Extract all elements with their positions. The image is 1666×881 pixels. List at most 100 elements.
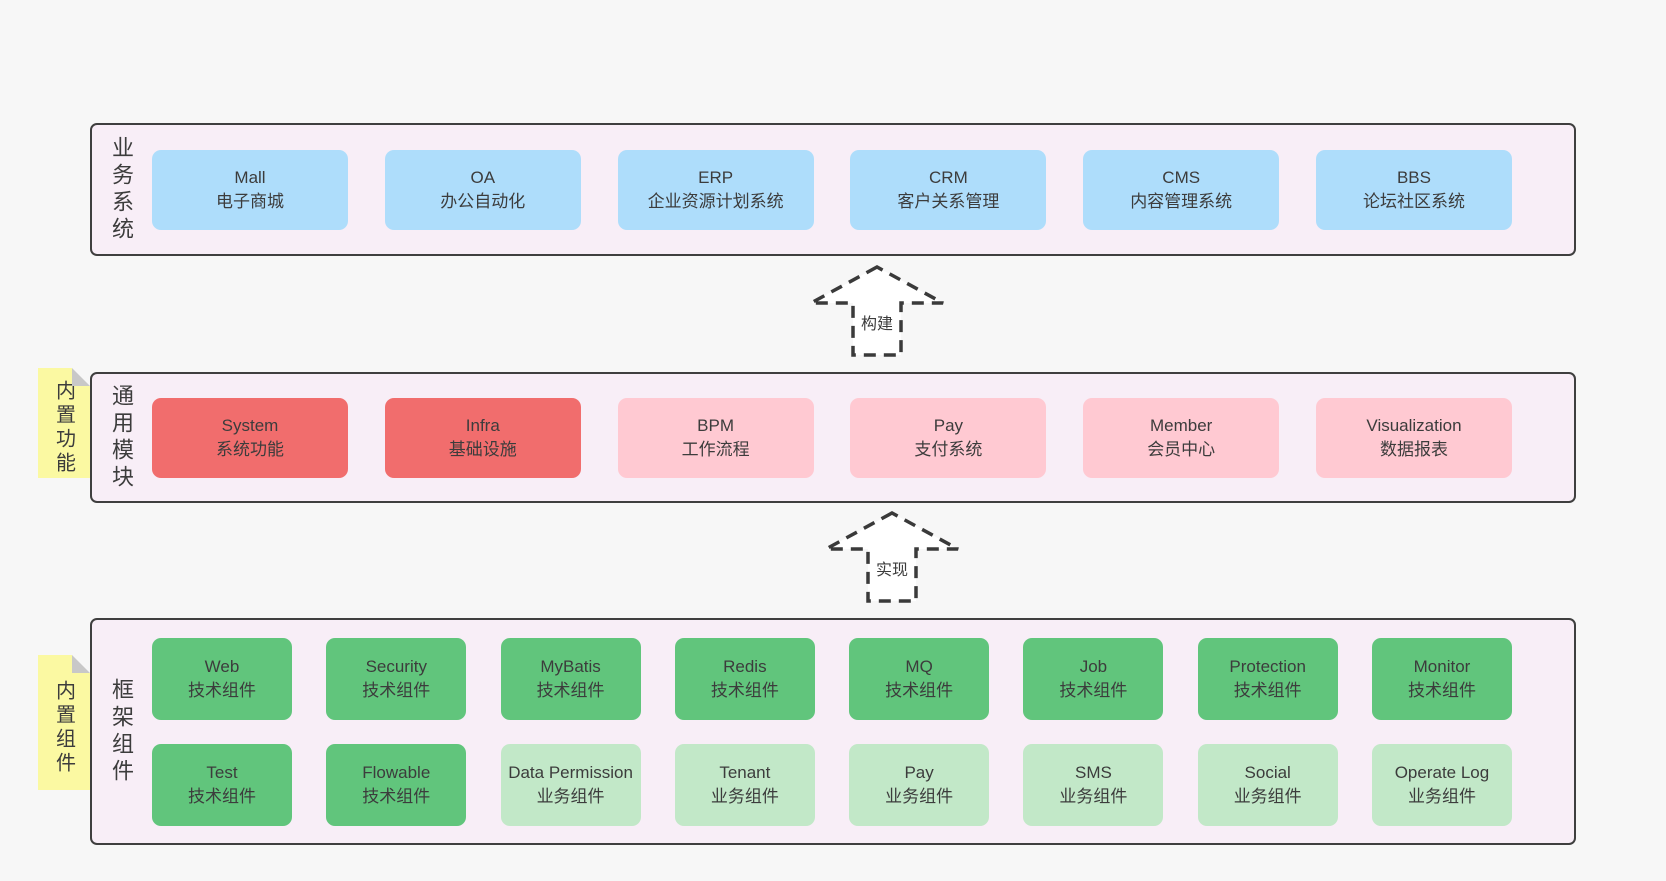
box-crm: CRM 客户关系管理 bbox=[850, 149, 1047, 230]
box-subtitle: 技术组件 bbox=[710, 680, 779, 700]
box-subtitle: 基础设施 bbox=[448, 439, 517, 459]
framework-components-layer: 框架组件 Web 技术组件 Security 技术组件 MyBatis 技术组件… bbox=[90, 618, 1576, 845]
box-flowable: Flowable 技术组件 bbox=[326, 743, 467, 826]
box-title: Member bbox=[1150, 415, 1213, 435]
box-title: Visualization bbox=[1366, 415, 1462, 435]
box-title: Job bbox=[1079, 656, 1108, 676]
box-title: Mall bbox=[234, 167, 266, 187]
box-subtitle: 技术组件 bbox=[188, 680, 256, 700]
box-pay-component: Pay 业务组件 bbox=[849, 743, 990, 826]
box-protection: Protection 技术组件 bbox=[1197, 637, 1338, 720]
box-subtitle: 办公自动化 bbox=[440, 191, 526, 211]
box-title: BBS bbox=[1396, 167, 1431, 187]
box-title: Tenant bbox=[719, 762, 771, 782]
box-social: Social 业务组件 bbox=[1197, 743, 1338, 826]
box-title: Redis bbox=[723, 656, 767, 676]
box-title: Operate Log bbox=[1394, 762, 1490, 782]
box-title: Data Permission bbox=[508, 762, 633, 782]
box-cms: CMS 内容管理系统 bbox=[1083, 149, 1280, 230]
builtin-components-note: 内置组件 bbox=[38, 655, 90, 790]
box-title: Pay bbox=[933, 415, 964, 435]
box-test: Test 技术组件 bbox=[152, 743, 292, 826]
builtin-components-note-text: 内置组件 bbox=[52, 679, 75, 776]
box-monitor: Monitor 技术组件 bbox=[1371, 637, 1512, 720]
box-subtitle: 电子商城 bbox=[216, 191, 284, 211]
box-subtitle: 业务组件 bbox=[710, 786, 779, 806]
box-title: Flowable bbox=[362, 762, 431, 782]
box-subtitle: 技术组件 bbox=[1233, 680, 1302, 700]
box-title: SMS bbox=[1074, 762, 1112, 782]
box-title: Pay bbox=[904, 762, 934, 782]
box-title: Security bbox=[365, 656, 427, 676]
box-subtitle: 支付系统 bbox=[914, 439, 983, 459]
box-mybatis: MyBatis 技术组件 bbox=[500, 637, 641, 720]
build-arrow: 构建 bbox=[807, 264, 947, 358]
box-subtitle: 技术组件 bbox=[362, 680, 431, 700]
box-data-permission: Data Permission 业务组件 bbox=[500, 743, 641, 826]
framework-row-2: Test 技术组件 Flowable 技术组件 Data Permission … bbox=[152, 743, 1512, 826]
box-visualization: Visualization 数据报表 bbox=[1315, 397, 1512, 478]
box-subtitle: 业务组件 bbox=[1407, 786, 1476, 806]
box-title: OA bbox=[470, 167, 496, 187]
implement-arrow-label: 实现 bbox=[872, 556, 912, 580]
box-title: Test bbox=[206, 762, 238, 782]
builtin-features-note-text: 内置功能 bbox=[52, 380, 75, 476]
box-oa: OA 办公自动化 bbox=[384, 149, 581, 230]
box-subtitle: 工作流程 bbox=[681, 439, 750, 459]
box-subtitle: 技术组件 bbox=[1059, 680, 1128, 700]
box-title: Monitor bbox=[1413, 656, 1471, 676]
framework-components-label: 框架组件 bbox=[109, 677, 134, 786]
box-subtitle: 技术组件 bbox=[362, 786, 431, 806]
common-modules-label: 通用模块 bbox=[109, 383, 134, 492]
box-system: System 系统功能 bbox=[152, 397, 348, 478]
box-operate-log: Operate Log 业务组件 bbox=[1371, 743, 1512, 826]
box-bbs: BBS 论坛社区系统 bbox=[1315, 149, 1512, 230]
business-systems-layer: 业务系统 Mall 电子商城 OA 办公自动化 ERP 企业资源计划系统 CRM… bbox=[90, 123, 1576, 256]
box-title: BPM bbox=[697, 415, 735, 435]
box-web: Web 技术组件 bbox=[152, 637, 292, 720]
box-pay-module: Pay 支付系统 bbox=[850, 397, 1047, 478]
box-title: System bbox=[221, 415, 279, 435]
box-erp: ERP 企业资源计划系统 bbox=[617, 149, 814, 230]
box-mall: Mall 电子商城 bbox=[152, 149, 348, 230]
box-title: Web bbox=[204, 656, 240, 676]
common-modules-row: System 系统功能 Infra 基础设施 BPM 工作流程 Pay 支付系统… bbox=[152, 397, 1512, 478]
box-title: Social bbox=[1244, 762, 1291, 782]
box-subtitle: 论坛社区系统 bbox=[1362, 191, 1465, 211]
business-systems-label: 业务系统 bbox=[109, 135, 134, 244]
box-title: Infra bbox=[465, 415, 500, 435]
box-title: MQ bbox=[905, 656, 933, 676]
box-subtitle: 技术组件 bbox=[1407, 680, 1476, 700]
builtin-features-note: 内置功能 bbox=[38, 368, 90, 478]
framework-row-1: Web 技术组件 Security 技术组件 MyBatis 技术组件 Redi… bbox=[152, 637, 1512, 720]
box-title: MyBatis bbox=[540, 656, 601, 676]
box-subtitle: 业务组件 bbox=[536, 786, 605, 806]
box-job: Job 技术组件 bbox=[1023, 637, 1164, 720]
box-security: Security 技术组件 bbox=[326, 637, 467, 720]
business-systems-row: Mall 电子商城 OA 办公自动化 ERP 企业资源计划系统 CRM 客户关系… bbox=[152, 149, 1512, 230]
box-subtitle: 业务组件 bbox=[885, 786, 954, 806]
box-subtitle: 数据报表 bbox=[1379, 439, 1448, 459]
box-subtitle: 会员中心 bbox=[1147, 439, 1216, 459]
box-mq: MQ 技术组件 bbox=[849, 637, 990, 720]
box-subtitle: 技术组件 bbox=[536, 680, 605, 700]
box-subtitle: 业务组件 bbox=[1059, 786, 1128, 806]
box-title: CRM bbox=[929, 167, 968, 187]
box-tenant: Tenant 业务组件 bbox=[674, 743, 815, 826]
box-subtitle: 客户关系管理 bbox=[897, 191, 1000, 211]
box-sms: SMS 业务组件 bbox=[1023, 743, 1164, 826]
box-member: Member 会员中心 bbox=[1083, 397, 1280, 478]
build-arrow-label: 构建 bbox=[857, 310, 897, 334]
box-subtitle: 系统功能 bbox=[216, 439, 284, 459]
common-modules-layer: 通用模块 System 系统功能 Infra 基础设施 BPM 工作流程 Pay… bbox=[90, 372, 1576, 503]
box-subtitle: 企业资源计划系统 bbox=[647, 191, 784, 211]
box-subtitle: 技术组件 bbox=[188, 786, 256, 806]
box-title: Protection bbox=[1229, 656, 1306, 676]
box-subtitle: 技术组件 bbox=[885, 680, 954, 700]
box-bpm: BPM 工作流程 bbox=[617, 397, 814, 478]
box-subtitle: 业务组件 bbox=[1233, 786, 1302, 806]
box-title: ERP bbox=[698, 167, 734, 187]
box-redis: Redis 技术组件 bbox=[674, 637, 815, 720]
implement-arrow: 实现 bbox=[822, 510, 962, 604]
box-title: CMS bbox=[1162, 167, 1201, 187]
